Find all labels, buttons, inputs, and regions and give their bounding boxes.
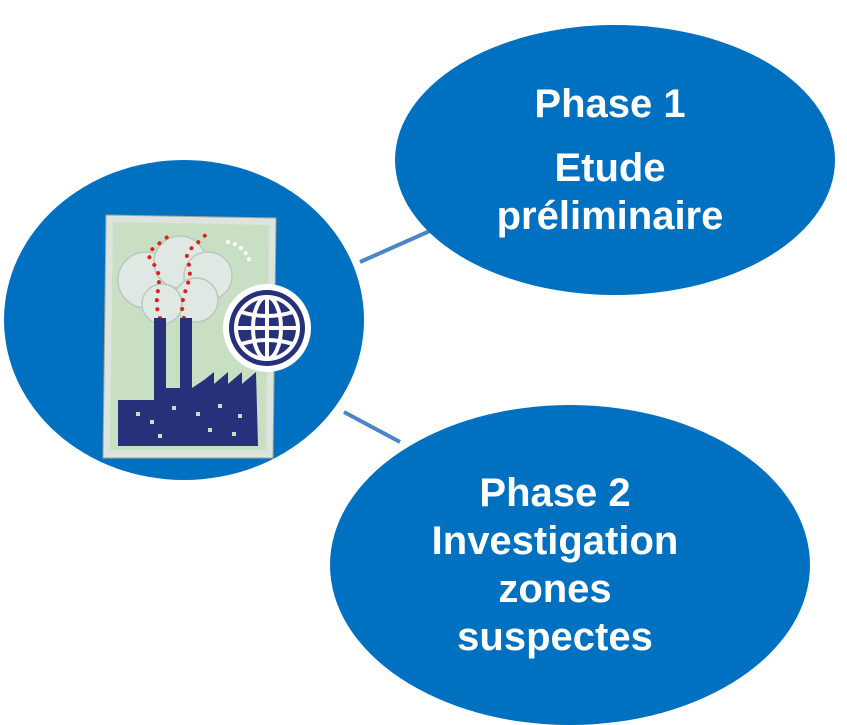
phase2-line-2: Investigation: [431, 519, 679, 563]
phase1-ellipse: [395, 25, 835, 295]
phase2-line-3: zones: [498, 567, 612, 611]
phase1-line-3: préliminaire: [496, 194, 724, 238]
phase2-ellipse: [330, 405, 810, 725]
sun-arc-icon: [226, 240, 252, 264]
connector-hub-phase1: [359, 228, 433, 264]
phase2-title: Phase 2: [479, 471, 631, 515]
phase1-title: Phase 1: [534, 82, 686, 126]
phase1-label: Phase 1 Etude préliminaire: [420, 50, 800, 270]
globe-icon: [223, 284, 311, 372]
phase2-line-4: suspectes: [457, 615, 653, 659]
factory-with-globe-icon: [102, 214, 311, 459]
smoke-clouds: [117, 235, 233, 325]
connector-hub-phase2: [343, 410, 401, 444]
phase2-label: Phase 2 Investigation zones suspectes: [345, 430, 765, 700]
smoke-trails: [147, 232, 208, 320]
phase1-line-2: Etude: [554, 146, 666, 190]
